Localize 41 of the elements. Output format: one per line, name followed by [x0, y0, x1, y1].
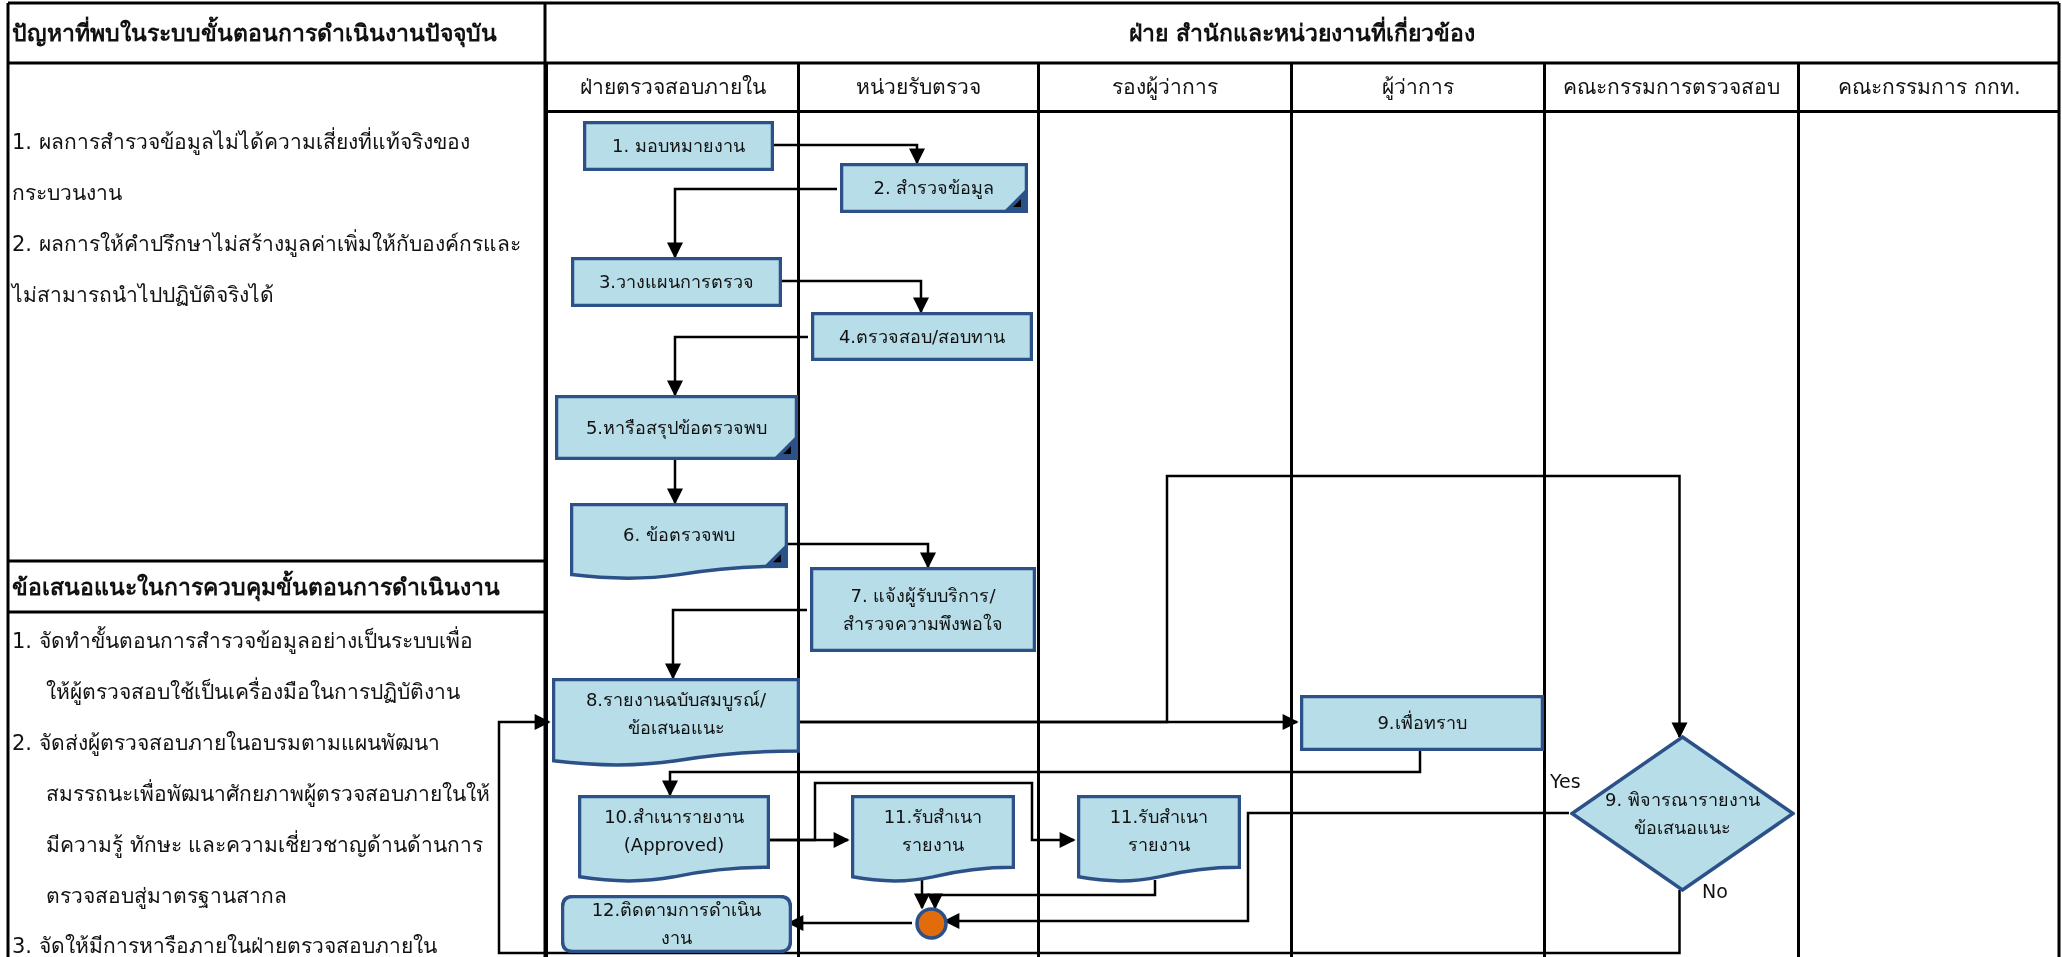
lane-header: ผู้ว่าการ	[1293, 63, 1543, 113]
arrow	[927, 880, 1157, 910]
arrow	[667, 187, 837, 259]
document-box: 8.รายงานฉบับสมบูรณ์/ข้อเสนอแนะ	[552, 678, 800, 767]
lane-header: คณะกรรมการตรวจสอบ	[1546, 63, 1797, 113]
document-box: 6. ข้อตรวจพบ	[570, 503, 788, 580]
arrow	[662, 751, 1422, 797]
process-box: 1. มอบหมายงาน	[583, 121, 774, 171]
arrow	[785, 542, 936, 569]
document-box: 10.สำเนารายงาน (Approved)	[578, 795, 770, 883]
recommendation-item: 2. จัดส่งผู้ตรวจสอบภายในอบรมตามแผนพัฒนาสมรรถนะเพื่อพัฒนาศักยภาพผู้ตรวจสอบภายในให้มีความรู้ ทักษะ และความเชี่ยวชาญด้านด้านการตรวจสอบสู่มาตรฐานสากล	[12, 730, 490, 911]
arrow	[797, 474, 1688, 739]
lane-header: รองผู้ว่าการ	[1040, 63, 1290, 113]
process-box: 9.เพื่อทราบ	[1300, 695, 1544, 751]
arrow	[497, 714, 1681, 955]
lane-header: หน่วยรับตรวจ	[800, 63, 1037, 113]
process-box: 3.วางแผนการตรวจ	[571, 257, 782, 307]
document-box: 11.รับสำเนารายงาน	[1077, 795, 1241, 883]
rounded-box: 12.ติดตามการดำเนินงาน	[561, 895, 792, 953]
table-header: ฝ่าย สำนักและหน่วยงานที่เกี่ยวข้อง	[545, 5, 2059, 61]
table-header: ข้อเสนอแนะในการควบคุมขั้นตอนการดำเนินงาน	[12, 563, 542, 611]
process-box: 4.ตรวจสอบ/สอบทาน	[811, 312, 1033, 361]
process-box: 2. สำรวจข้อมูล	[840, 163, 1028, 213]
recommendation-item: 1. จัดทำขั้นตอนการสำรวจข้อมูลอย่างเป็นระบบเพื่อให้ผู้ตรวจสอบใช้เป็นเครื่องมือในการปฏิบัติงาน	[12, 616, 490, 718]
recommendation-item: 3. จัดให้มีการหารือภายในฝ่ายตรวจสอบภายใน	[12, 933, 438, 957]
arrow	[665, 608, 807, 680]
arrow	[914, 880, 930, 910]
problem-item: 2. ผลการให้คำปรึกษาไม่สร้างมูลค่าเพิ่มให้กับองค์กรและไม่สามารถนำไปปฏิบัติจริงได้	[12, 219, 527, 321]
arrow	[771, 143, 925, 165]
table-header: ปัญหาที่พบในระบบขั้นตอนการดำเนินงานปัจจุบัน	[12, 5, 542, 61]
lane-header: ฝ่ายตรวจสอบภายใน	[548, 63, 797, 113]
document-box: 11.รับสำเนารายงาน	[851, 795, 1015, 883]
arrow	[667, 460, 683, 505]
process-box: 7. แจ้งผู้รับบริการ/สำรวจความพึงพอใจ	[810, 567, 1036, 652]
arrow	[767, 781, 1076, 848]
arrow	[779, 279, 929, 314]
process-box: 5.หารือสรุปข้อตรวจพบ	[555, 395, 798, 460]
problem-item: 1. ผลการสำรวจข้อมูลไม่ได้ความเสี่ยงที่แท้จริงของกระบวนงาน	[12, 117, 522, 219]
lane-header: คณะกรรมการ กกท.	[1800, 63, 2059, 113]
arrow	[667, 335, 808, 397]
connector-circle	[915, 907, 948, 940]
